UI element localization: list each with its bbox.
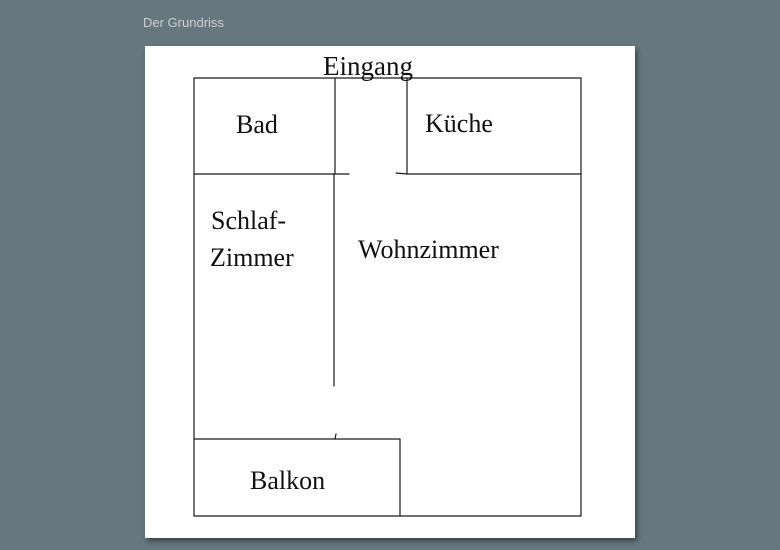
wall-stub bbox=[334, 433, 337, 440]
entrance-label: Eingang bbox=[323, 51, 413, 81]
wall-kitchen-bottom bbox=[395, 172, 582, 175]
floor-plan-drawing bbox=[193, 77, 582, 517]
room-label-bedroom-line2: Zimmer bbox=[210, 243, 294, 272]
room-label-bathroom: Bad bbox=[236, 110, 278, 139]
room-label-bedroom-line1: Schlaf- bbox=[211, 206, 287, 235]
room-label-balcony: Balkon bbox=[250, 466, 326, 495]
floor-plan-sheet: Eingang Bad Küche Schlaf- Zimmer Wohnzim… bbox=[145, 46, 635, 538]
page-caption: Der Grundriss bbox=[143, 15, 224, 30]
room-label-living-room: Wohnzimmer bbox=[358, 235, 499, 264]
room-label-kitchen: Küche bbox=[425, 109, 493, 138]
